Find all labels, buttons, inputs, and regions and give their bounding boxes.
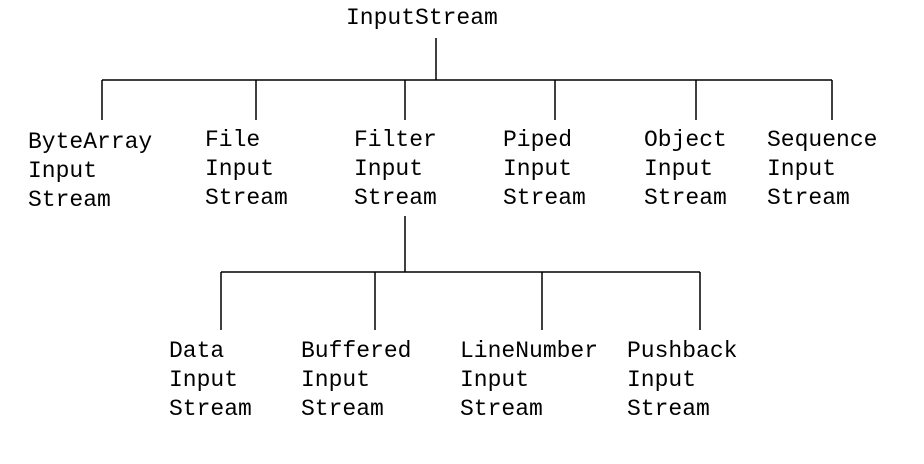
node-piped-input-stream: Piped Input Stream	[503, 126, 586, 213]
node-label-line-2: Input	[644, 156, 714, 182]
node-label-line-1: Sequence	[767, 127, 878, 153]
node-label-line-2: Input	[627, 367, 697, 393]
node-label-line-2: Input	[205, 156, 275, 182]
node-object-input-stream: Object Input Stream	[644, 126, 727, 213]
node-label-line-3: Stream	[169, 396, 252, 422]
node-label-line-2: Input	[301, 367, 371, 393]
node-label-line-3: Stream	[627, 396, 710, 422]
node-label-line-2: Input	[28, 158, 98, 184]
node-filter-input-stream: Filter Input Stream	[354, 126, 437, 213]
node-label-line-1: Pushback	[627, 338, 738, 364]
node-linenumber-input-stream: LineNumber Input Stream	[460, 337, 598, 424]
node-label-line-1: ByteArray	[28, 129, 153, 155]
node-label-line-1: Buffered	[301, 338, 412, 364]
node-pushback-input-stream: Pushback Input Stream	[627, 337, 737, 424]
node-label-line-3: Stream	[354, 185, 437, 211]
node-label-line-3: Stream	[460, 396, 543, 422]
node-label-line-3: Stream	[503, 185, 586, 211]
node-label-line-1: Data	[169, 338, 225, 364]
node-label-line-2: Input	[767, 156, 837, 182]
node-label-line-1: LineNumber	[460, 338, 599, 364]
node-label-line-2: Input	[460, 367, 530, 393]
node-label-line-2: Input	[354, 156, 424, 182]
node-label-line-3: Stream	[767, 185, 850, 211]
node-label-line-3: Stream	[644, 185, 727, 211]
node-label-line-1: Object	[644, 127, 727, 153]
node-label-line-1: File	[205, 127, 261, 153]
node-sequence-input-stream: Sequence Input Stream	[767, 126, 877, 213]
node-label: InputStream	[346, 5, 498, 31]
node-label-line-3: Stream	[28, 187, 111, 213]
node-inputstream: InputStream	[346, 4, 498, 33]
node-label-line-2: Input	[503, 156, 573, 182]
node-label-line-3: Stream	[301, 396, 384, 422]
node-data-input-stream: Data Input Stream	[169, 337, 252, 424]
node-file-input-stream: File Input Stream	[205, 126, 288, 213]
node-label-line-3: Stream	[205, 185, 288, 211]
node-bytearray-input-stream: ByteArray Input Stream	[28, 128, 152, 215]
node-label-line-1: Filter	[354, 127, 437, 153]
node-label-line-1: Piped	[503, 127, 573, 153]
node-buffered-input-stream: Buffered Input Stream	[301, 337, 411, 424]
node-label-line-2: Input	[169, 367, 239, 393]
